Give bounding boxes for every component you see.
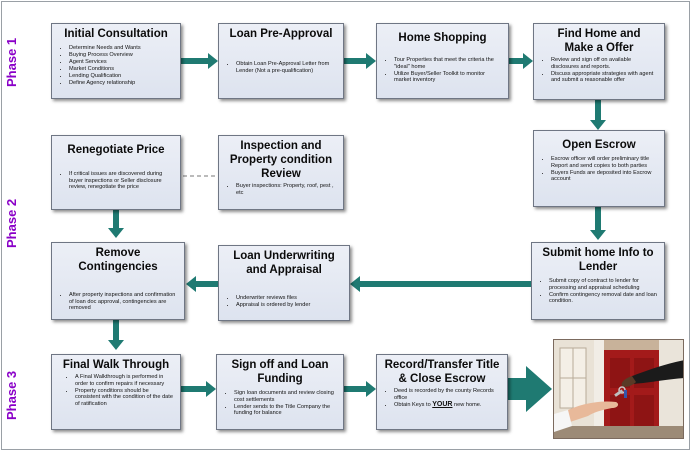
keys-emphasis: YOUR	[432, 400, 453, 408]
loan-underwriting-title: Loan Underwriting and Appraisal	[233, 250, 335, 276]
list-item: Review and sign off on available disclos…	[551, 57, 659, 70]
list-item: Buying Process Overview	[69, 52, 175, 59]
remove-contingencies-title: Remove Contingencies	[78, 247, 158, 273]
remove-contingencies-list: After property inspections and confirmat…	[57, 292, 179, 312]
inspection-title: Inspection and Property condition Review	[229, 140, 333, 180]
list-item: Deed is recorded by the county Records o…	[394, 388, 502, 401]
arrow-shopping-to-findhome	[509, 53, 533, 69]
open-escrow-list: Escrow officer will order preliminary ti…	[539, 156, 659, 183]
box-inspection: Inspection and Property condition Review…	[218, 135, 344, 210]
submit-home-info-list: Submit copy of contract to lender for pr…	[537, 278, 659, 305]
list-item: Determine Needs and Wants	[69, 45, 175, 52]
box-find-home: Find Home and Make a Offer Review and si…	[533, 23, 665, 100]
list-item: A Final Walkthrough is performed in orde…	[75, 374, 175, 387]
inspection-list: Buyer inspections: Property, roof, pest …	[224, 183, 338, 196]
arrow-submit-to-underwriting	[350, 276, 531, 292]
renegotiate-list: If critical issues are discovered during…	[57, 171, 175, 191]
renegotiate-title: Renegotiate Price	[67, 144, 165, 156]
arrow-signoff-to-record	[343, 381, 376, 397]
arrow-findhome-to-openescrow	[590, 100, 606, 130]
list-item: Submit copy of contract to lender for pr…	[549, 278, 659, 291]
list-item: Utilize Buyer/Seller Toolkit to monitor …	[394, 71, 503, 84]
final-walk-title: Final Walk Through	[62, 359, 170, 371]
keys-suffix: new home.	[452, 401, 482, 408]
list-item: Sign loan documents and review closing c…	[234, 390, 338, 403]
list-item: Buyer inspections: Property, roof, pest …	[236, 183, 338, 196]
signoff-list: Sign loan documents and review closing c…	[222, 390, 338, 417]
box-open-escrow: Open Escrow Escrow officer will order pr…	[533, 130, 665, 207]
list-item: Obtain Loan Pre-Approval Letter from Len…	[236, 61, 338, 74]
list-item: Escrow officer will order preliminary ti…	[551, 156, 659, 169]
arrow-finalwalk-to-signoff	[180, 381, 216, 397]
box-loan-preapproval: Loan Pre-Approval Obtain Loan Pre-Approv…	[218, 23, 344, 99]
record-transfer-title: Record/Transfer Title & Close Escrow	[384, 359, 500, 385]
box-record-transfer: Record/Transfer Title & Close Escrow Dee…	[376, 354, 508, 430]
box-initial-consultation: Initial Consultation Determine Needs and…	[51, 23, 181, 99]
loan-preapproval-title: Loan Pre-Approval	[229, 28, 333, 40]
list-item: Lender sends to the Title Company the fu…	[234, 404, 338, 417]
keys-handover-photo	[553, 339, 684, 439]
arrow-record-to-photo	[507, 366, 552, 412]
initial-consultation-list: Determine Needs and Wants Buying Process…	[57, 45, 175, 87]
box-loan-underwriting: Loan Underwriting and Appraisal Underwri…	[218, 245, 350, 321]
list-item: Obtain Keys to YOUR new home.	[394, 400, 502, 409]
open-escrow-title: Open Escrow	[562, 139, 636, 151]
list-item: After property inspections and confirmat…	[69, 292, 179, 312]
signoff-title: Sign off and Loan Funding	[231, 359, 329, 385]
list-item: Agent Services	[69, 59, 175, 66]
box-remove-contingencies: Remove Contingencies After property insp…	[51, 242, 185, 320]
list-item: Market Conditions	[69, 66, 175, 73]
arrow-preapproval-to-shopping	[343, 53, 376, 69]
keys-photo-illustration	[554, 340, 683, 438]
record-transfer-list: Deed is recorded by the county Records o…	[382, 388, 502, 408]
box-submit-home-info: Submit home Info to Lender Submit copy o…	[531, 242, 665, 320]
arrow-consultation-to-preapproval	[180, 53, 218, 69]
initial-consultation-title: Initial Consultation	[64, 28, 168, 40]
box-home-shopping: Home Shopping Tour Properties that meet …	[376, 23, 509, 99]
list-item: Confirm contingency removal date and loa…	[549, 292, 659, 305]
box-final-walk-through: Final Walk Through A Final Walkthrough i…	[51, 354, 181, 430]
find-home-list: Review and sign off on available disclos…	[539, 57, 659, 84]
list-item: Appraisal is ordered by lender	[236, 302, 344, 309]
find-home-title: Find Home and Make a Offer	[557, 28, 641, 54]
list-item: Property conditions should be consistent…	[75, 388, 175, 408]
keys-prefix: Obtain Keys to	[394, 401, 433, 408]
arrow-remove-to-finalwalk	[108, 320, 124, 350]
box-renegotiate-price: Renegotiate Price If critical issues are…	[51, 135, 181, 210]
list-item: If critical issues are discovered during…	[69, 171, 175, 191]
arrow-renegotiate-to-remove	[108, 209, 124, 238]
list-item: Define Agency relationship	[69, 80, 175, 87]
arrow-underwriting-to-remove	[186, 276, 218, 292]
final-walk-list: A Final Walkthrough is performed in orde…	[57, 374, 175, 407]
loan-underwriting-list: Underwriter reviews files Appraisal is o…	[224, 295, 344, 309]
box-signoff-loan-funding: Sign off and Loan Funding Sign loan docu…	[216, 354, 344, 430]
home-shopping-title: Home Shopping	[398, 32, 487, 44]
list-item: Buyers Funds are deposited into Escrow a…	[551, 170, 659, 183]
arrow-openescrow-to-submit	[590, 207, 606, 240]
list-item: Tour Properties that meet the criteria t…	[394, 57, 503, 70]
list-item: Underwriter reviews files	[236, 295, 344, 302]
loan-preapproval-list: Obtain Loan Pre-Approval Letter from Len…	[224, 61, 338, 74]
list-item: Discuss appropriate strategies with agen…	[551, 71, 659, 84]
submit-home-info-title: Submit home Info to Lender	[542, 247, 654, 273]
list-item: Lending Qualification	[69, 73, 175, 80]
home-shopping-list: Tour Properties that meet the criteria t…	[382, 57, 503, 84]
